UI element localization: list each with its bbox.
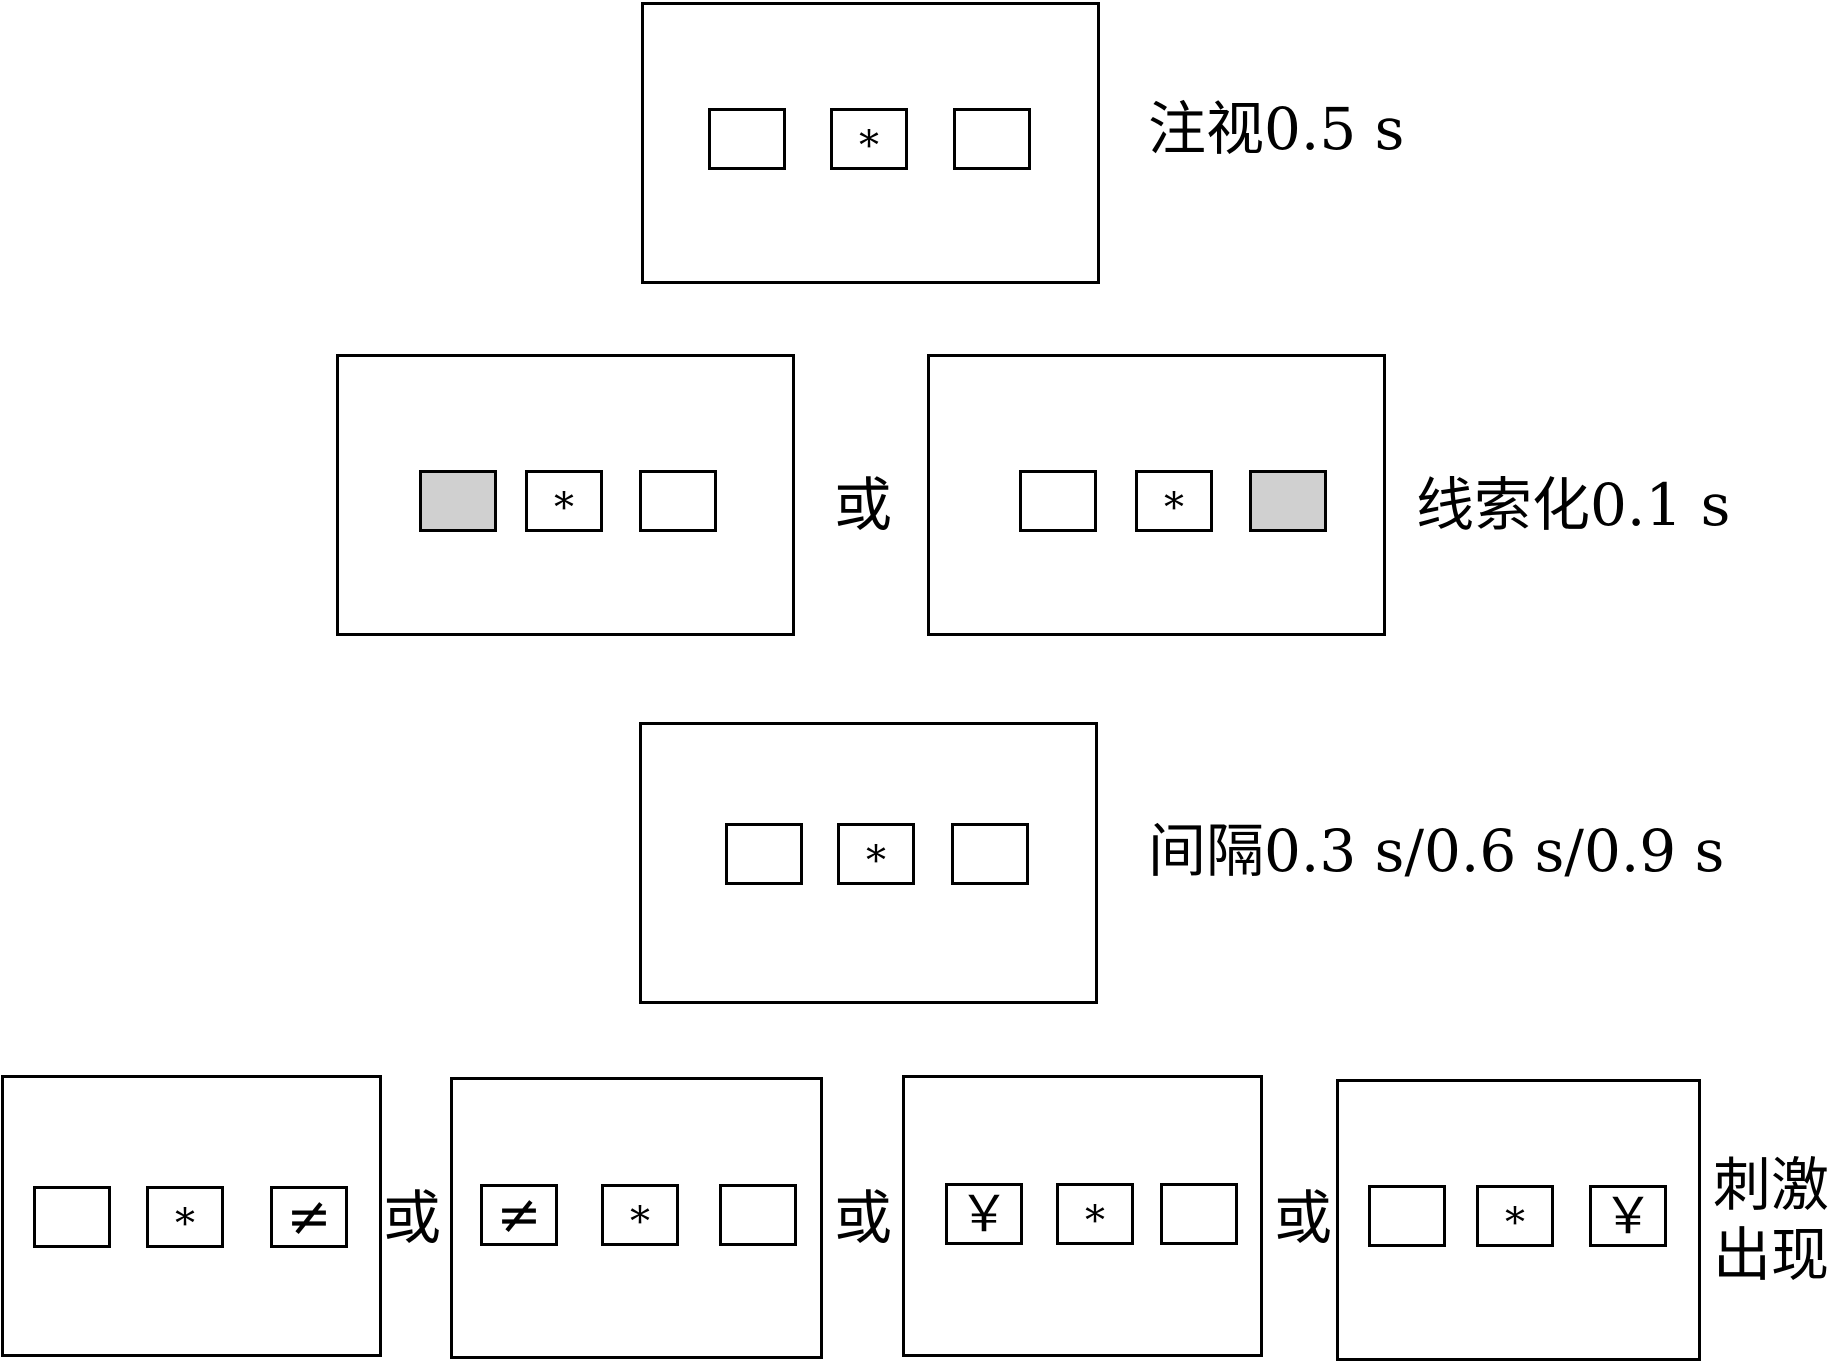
left-placeholder-box bbox=[708, 108, 786, 170]
center-fixation-box: * bbox=[601, 1184, 679, 1246]
center-fixation-box: * bbox=[146, 1186, 224, 1248]
right-placeholder-box bbox=[639, 470, 717, 532]
stimulus-label-line-1: 刺激 bbox=[1713, 1151, 1830, 1219]
right-target-box: ≠ bbox=[270, 1186, 348, 1248]
fixation-asterisk: * bbox=[630, 1199, 650, 1245]
center-fixation-box: * bbox=[1476, 1185, 1554, 1247]
stimulus-label-line-2: 出现 bbox=[1713, 1220, 1830, 1289]
or-connector: 或 bbox=[1274, 1184, 1333, 1252]
left-target-box: ≠ bbox=[480, 1184, 558, 1246]
interval-screen: * bbox=[639, 722, 1098, 1004]
yen-target: ￥ bbox=[959, 1185, 1009, 1243]
not-equal-target: ≠ bbox=[286, 1185, 332, 1248]
cued-right-box bbox=[1249, 470, 1327, 532]
or-connector: 或 bbox=[834, 471, 893, 539]
left-placeholder-box bbox=[1019, 470, 1097, 532]
center-fixation-box: * bbox=[830, 108, 908, 170]
right-target-box: ￥ bbox=[1589, 1185, 1667, 1247]
fixation-asterisk: * bbox=[866, 838, 886, 884]
right-placeholder-box bbox=[1160, 1183, 1238, 1245]
stimulus-screen-2: ≠ * bbox=[450, 1077, 823, 1359]
cued-left-box bbox=[419, 470, 497, 532]
left-placeholder-box bbox=[33, 1186, 111, 1248]
yen-target: ￥ bbox=[1603, 1187, 1653, 1245]
right-placeholder-box bbox=[951, 823, 1029, 885]
fixation-asterisk: * bbox=[1505, 1200, 1525, 1246]
fixation-asterisk: * bbox=[554, 485, 574, 531]
fixation-asterisk: * bbox=[1085, 1198, 1105, 1244]
right-placeholder-box bbox=[719, 1184, 797, 1246]
stimulus-label: 刺激 出现 bbox=[1713, 1151, 1829, 1290]
center-fixation-box: * bbox=[1056, 1183, 1134, 1245]
fixation-label: 注视0.5 s bbox=[1148, 95, 1405, 163]
right-placeholder-box bbox=[953, 108, 1031, 170]
or-connector: 或 bbox=[834, 1184, 893, 1252]
fixation-asterisk: * bbox=[175, 1201, 195, 1247]
stimulus-screen-4: * ￥ bbox=[1336, 1079, 1701, 1361]
fixation-asterisk: * bbox=[859, 123, 879, 169]
left-placeholder-box bbox=[1368, 1185, 1446, 1247]
cue-label: 线索化0.1 s bbox=[1416, 471, 1731, 539]
center-fixation-box: * bbox=[525, 470, 603, 532]
interval-label: 间隔0.3 s/0.6 s/0.9 s bbox=[1148, 817, 1725, 885]
left-target-box: ￥ bbox=[945, 1183, 1023, 1245]
or-connector: 或 bbox=[383, 1184, 442, 1252]
stimulus-screen-3: ￥ * bbox=[902, 1075, 1263, 1357]
not-equal-target: ≠ bbox=[496, 1183, 542, 1246]
stimulus-screen-1: * ≠ bbox=[1, 1075, 382, 1357]
left-placeholder-box bbox=[725, 823, 803, 885]
center-fixation-box: * bbox=[837, 823, 915, 885]
center-fixation-box: * bbox=[1135, 470, 1213, 532]
fixation-screen: * bbox=[641, 2, 1100, 284]
cue-screen-right-cued: * bbox=[927, 354, 1386, 636]
fixation-asterisk: * bbox=[1164, 485, 1184, 531]
cue-screen-left-cued: * bbox=[336, 354, 795, 636]
